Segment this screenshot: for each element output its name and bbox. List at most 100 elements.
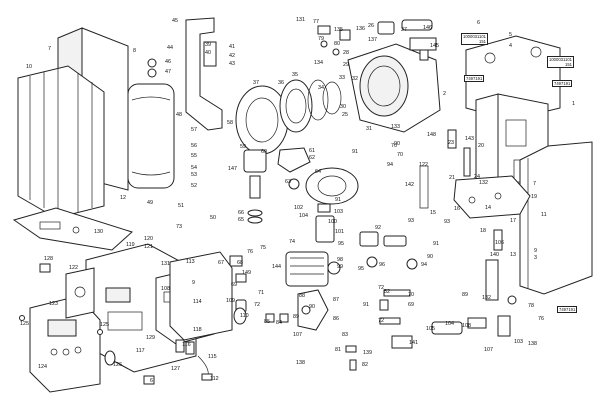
flue-spigot-146 <box>409 37 437 61</box>
callout-label: 129 <box>146 335 155 341</box>
callout-label: 144 <box>272 264 281 270</box>
callout-label: 78 <box>528 303 534 309</box>
callout-label: 148 <box>427 132 436 138</box>
callout-label: 95 <box>358 266 364 272</box>
callout-label: 55 <box>191 153 197 159</box>
callout-label: 69 <box>231 282 237 288</box>
callout-label: 61 <box>309 148 315 154</box>
callout-label: 103 <box>334 209 343 215</box>
bracket-116 <box>175 339 195 355</box>
callout-label: 91 <box>433 241 439 247</box>
callout-label: 138 <box>296 360 305 366</box>
part-6-bottom <box>143 375 155 385</box>
callout-label: 108 <box>161 286 170 292</box>
callout-label: 73 <box>176 224 182 230</box>
callout-label: 63 <box>285 179 291 185</box>
callout-label: 87 <box>333 297 339 303</box>
burner-seal-rings <box>307 79 342 121</box>
callout-label: 37 <box>253 80 259 86</box>
callout-label: 82 <box>362 362 368 368</box>
callout-label: 52 <box>384 289 390 295</box>
callout-label: 110 <box>240 313 249 319</box>
callout-label: 21 <box>449 175 455 181</box>
callout-label: 5 <box>509 32 512 38</box>
front-casing-panel <box>17 65 105 219</box>
callout-label: 83 <box>342 332 348 338</box>
callout-label: 62 <box>309 155 315 161</box>
callout-label: 12 <box>120 195 126 201</box>
callout-label: 56 <box>191 143 197 149</box>
callout-label: 85 <box>264 319 270 325</box>
callout-label: 121 <box>144 244 153 250</box>
callout-label: 1 <box>572 101 575 107</box>
cover-plate-109 <box>233 307 247 325</box>
callout-label: 36 <box>278 80 284 86</box>
callout-label: 89 <box>293 314 299 320</box>
callout-label: 47 <box>165 69 171 75</box>
reference-tag: 7497191 <box>557 306 578 313</box>
callout-label: 132 <box>479 180 488 186</box>
callout-label: 69 <box>408 302 414 308</box>
callout-label: 128 <box>44 256 53 262</box>
callout-label: 58 <box>227 120 233 126</box>
callout-label: 7 <box>533 181 536 187</box>
callout-label: 11 <box>541 212 547 218</box>
heat-exchanger <box>347 19 441 133</box>
callout-label: 53 <box>191 172 197 178</box>
callout-label: 81 <box>335 347 341 353</box>
callout-label: 146 <box>423 25 432 31</box>
callout-label: 48 <box>176 112 182 118</box>
callout-label: 13 <box>510 252 516 258</box>
knob-128 <box>39 263 51 273</box>
callout-label: 102 <box>294 205 303 211</box>
callout-label: 115 <box>208 354 217 360</box>
callout-label: 103 <box>514 339 523 345</box>
sensor-fittings-77 <box>317 25 351 56</box>
callout-label: 45 <box>172 18 178 24</box>
callout-label: 122 <box>69 265 78 271</box>
callout-label: 19 <box>531 194 537 200</box>
callout-label: 90 <box>427 254 433 260</box>
callout-label: 127 <box>171 366 180 372</box>
callout-label: 15 <box>430 210 436 216</box>
bottom-tray-130 <box>12 207 133 251</box>
fan-motor-63 <box>288 167 359 205</box>
callout-label: 40 <box>205 50 211 56</box>
callout-label: 25 <box>342 112 348 118</box>
callout-label: 70 <box>408 292 414 298</box>
callout-label: 139 <box>363 350 372 356</box>
wiring-loom-112 <box>197 355 213 381</box>
callout-label: 101 <box>335 229 344 235</box>
callout-label: 130 <box>94 229 103 235</box>
callout-label: 68 <box>237 260 243 266</box>
callout-label: 133 <box>391 124 400 130</box>
callout-label: 106 <box>495 240 504 246</box>
cable-clip-126 <box>104 350 116 366</box>
callout-label: 79 <box>318 36 324 42</box>
callout-label: 88 <box>299 293 305 299</box>
callout-label: 120 <box>144 236 153 242</box>
callout-label: 72 <box>378 318 384 324</box>
callout-label: 114 <box>193 299 202 305</box>
callout-label: 33 <box>339 75 345 81</box>
callout-label: 143 <box>465 136 474 142</box>
callout-label: 80 <box>334 41 340 47</box>
callout-label: 108 <box>462 323 471 329</box>
callout-label: 76 <box>247 249 253 255</box>
filling-loop-104 <box>431 295 517 337</box>
callout-label: 94 <box>387 162 393 168</box>
diverter-valve-103 <box>315 203 335 243</box>
callout-label: 99 <box>337 264 343 270</box>
control-panel-113 <box>169 251 233 341</box>
front-bezel-122 <box>65 267 95 319</box>
callout-label: 113 <box>186 259 195 265</box>
reference-tag: 7497191 <box>464 75 485 82</box>
side-panel-right <box>519 141 593 295</box>
callout-label: 23 <box>448 140 454 146</box>
callout-label: 6 <box>150 378 153 384</box>
callout-label: 34 <box>318 85 324 91</box>
callout-label: 118 <box>193 327 202 333</box>
callout-label: 91 <box>352 149 358 155</box>
callout-label: 84 <box>276 320 282 326</box>
